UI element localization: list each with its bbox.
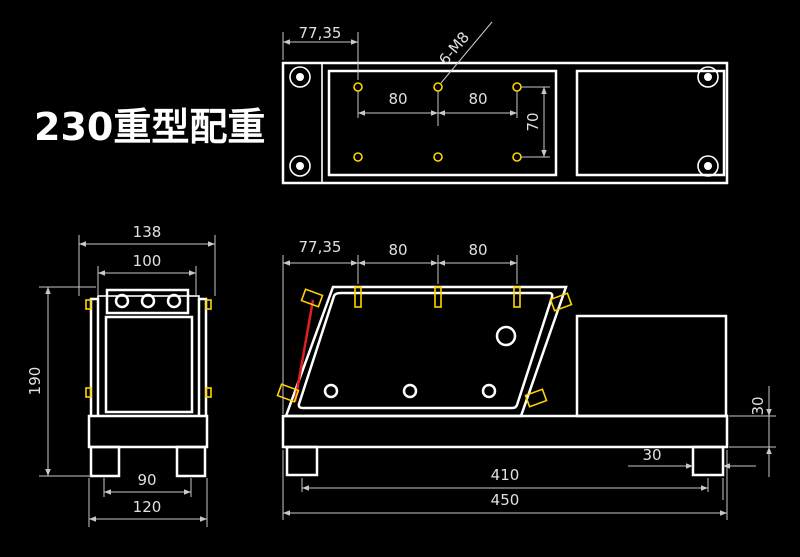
hole-icon bbox=[402, 383, 418, 399]
top-hole-row-spacing: 70 bbox=[524, 112, 542, 131]
slanted-frame bbox=[284, 285, 568, 418]
side-view: 138 100 190 90 120 bbox=[26, 223, 216, 527]
mount-hole-icon bbox=[697, 66, 719, 88]
side-width-inner: 100 bbox=[133, 252, 162, 270]
side-bolt-icons bbox=[276, 288, 573, 408]
hole-icon bbox=[481, 383, 497, 399]
side-height: 190 bbox=[26, 367, 44, 396]
front-dim-offset: 77,35 bbox=[299, 238, 342, 256]
front-base-height: 30 bbox=[749, 396, 767, 415]
front-view-box-right bbox=[575, 314, 728, 418]
bolt-head-icon bbox=[114, 293, 130, 309]
mount-hole-icon bbox=[289, 66, 311, 88]
top-dim-offset: 77,35 bbox=[299, 24, 342, 42]
hole-icon bbox=[323, 383, 339, 399]
front-foot-offset: 30 bbox=[642, 446, 661, 464]
drawing-title: 230重型配重 bbox=[34, 105, 265, 149]
top-hole-pitch-a: 80 bbox=[388, 90, 407, 108]
top-view-weight-box bbox=[327, 69, 558, 177]
top-hole-pitch-b: 80 bbox=[468, 90, 487, 108]
lift-hole-icon bbox=[495, 325, 517, 347]
side-plate-accent bbox=[293, 299, 315, 403]
side-width-outer: 138 bbox=[133, 223, 162, 241]
front-overall-length: 450 bbox=[491, 491, 520, 509]
side-view-base bbox=[87, 414, 209, 449]
mount-hole-icon bbox=[289, 155, 311, 177]
vertical-bolt-icons bbox=[354, 286, 521, 308]
front-bolt-pitch-b: 80 bbox=[468, 241, 487, 259]
bolt-head-icon bbox=[140, 293, 156, 309]
front-foot-span: 410 bbox=[491, 466, 520, 484]
bolt-head-icon bbox=[166, 293, 182, 309]
top-view-outline bbox=[281, 61, 729, 185]
front-bolt-pitch-a: 80 bbox=[388, 241, 407, 259]
side-foot-spacing: 90 bbox=[137, 471, 156, 489]
front-view-base bbox=[281, 414, 729, 449]
top-view-box-right bbox=[575, 69, 726, 177]
mount-hole-icon bbox=[697, 155, 719, 177]
front-view: 77,35 80 80 30 30 410 450 bbox=[276, 238, 776, 520]
top-view: 77,35 6-M8 80 80 70 bbox=[281, 21, 729, 185]
side-base-width: 120 bbox=[133, 498, 162, 516]
